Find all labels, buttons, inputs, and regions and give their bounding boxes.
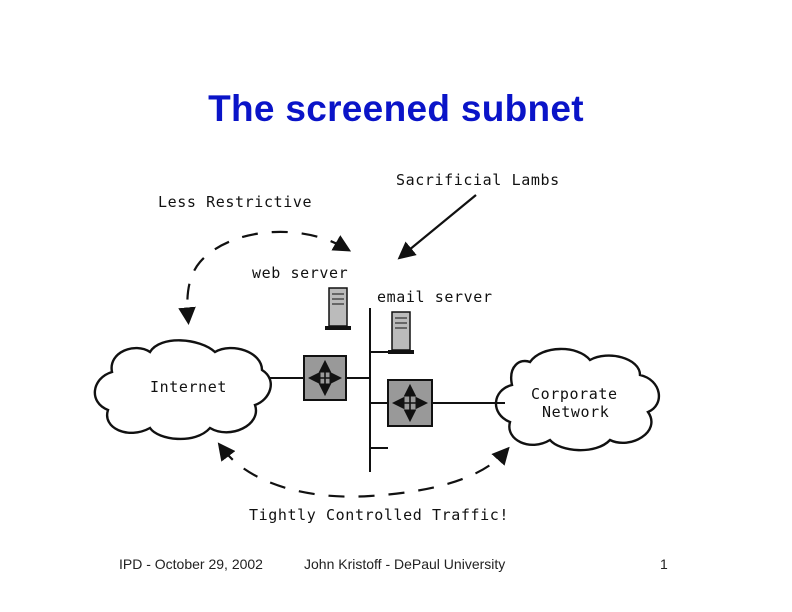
email-server-label: email server: [377, 288, 493, 306]
tightly-controlled-label: Tightly Controlled Traffic!: [249, 506, 510, 524]
web-server-label: web server: [252, 264, 349, 282]
footer-author: John Kristoff - DePaul University: [304, 556, 506, 572]
sacrificial-lambs-label: Sacrificial Lambs: [396, 171, 560, 189]
email-server-icon: [388, 311, 414, 354]
router-icon: [387, 379, 433, 427]
less-restrictive-label: Less Restrictive: [158, 193, 313, 211]
footer-date: IPD - October 29, 2002: [119, 556, 263, 572]
corporate-network-label-line2: Network: [542, 403, 610, 421]
sacrificial-lambs-arrow: [397, 194, 477, 260]
corporate-network-cloud: [494, 347, 661, 452]
internet-label: Internet: [150, 378, 228, 396]
router-icon: [303, 355, 347, 401]
web-server-icon: [325, 287, 351, 330]
tightly-controlled-arrow: [217, 442, 510, 498]
internet-cloud: [93, 339, 272, 441]
slide-title: The screened subnet: [208, 88, 584, 129]
less-restrictive-arrow: [178, 230, 352, 326]
corporate-network-label-line1: Corporate: [531, 385, 618, 403]
page-number: 1: [660, 556, 668, 572]
